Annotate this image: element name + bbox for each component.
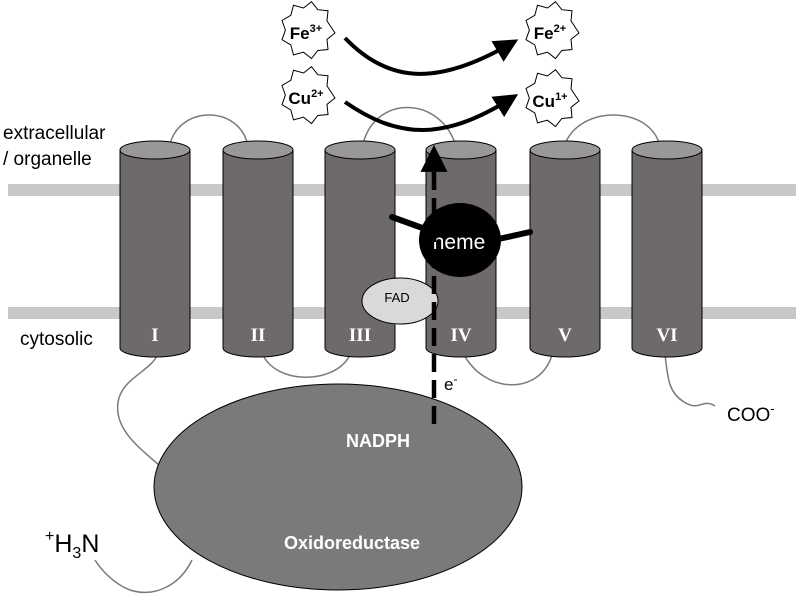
- fad-ellipse: [361, 277, 439, 325]
- helix-I: I: [119, 140, 191, 358]
- cu-reduction-arrow: [343, 94, 519, 132]
- fe3-ion-label: Fe3+: [290, 23, 322, 43]
- electron-path: e-: [420, 144, 457, 424]
- helix-label-III: III: [349, 325, 371, 346]
- fad-group: FAD: [361, 277, 439, 325]
- oxidoreductase-label: Oxidoreductase: [284, 533, 420, 553]
- fe3-ion-badge: Fe3+: [281, 0, 336, 60]
- heme-disc: [419, 203, 501, 277]
- extracellular-loops: [169, 106, 661, 147]
- organelle-label: / organelle: [3, 149, 92, 170]
- oxidoreductase-domain: NADPH Oxidoreductase: [153, 383, 523, 591]
- cu2-ion-label: Cu2+: [288, 88, 323, 108]
- electron-label: e-: [444, 372, 457, 394]
- helix-III: III: [324, 140, 396, 358]
- cu2-ion-badge: Cu2+: [281, 65, 336, 125]
- helix-label-I: I: [151, 325, 158, 346]
- helix-VI: VI: [631, 140, 703, 358]
- nadph-label: NADPH: [346, 431, 410, 451]
- fad-label: FAD: [384, 290, 409, 305]
- fe2-ion-label: Fe2+: [534, 23, 566, 43]
- heme-group: heme: [389, 203, 533, 277]
- c-terminus-label: COO-: [727, 401, 775, 426]
- cytosolic-loops: [94, 352, 716, 594]
- helix-II: II: [222, 140, 294, 358]
- helix-label-V: V: [558, 325, 572, 346]
- cytosolic-label: cytosolic: [20, 329, 93, 350]
- helix-V: V: [529, 140, 601, 358]
- n-terminus-label: +H3N: [45, 528, 99, 562]
- cu1-ion-label: Cu1+: [532, 91, 567, 111]
- helix-label-II: II: [251, 325, 266, 346]
- heme-label: heme: [433, 231, 486, 254]
- extracellular-label: extracellular: [3, 123, 106, 144]
- helix-label-IV: IV: [450, 325, 471, 346]
- cu1-ion-badge: Cu1+: [525, 68, 580, 128]
- fe2-ion-badge: Fe2+: [525, 0, 580, 60]
- helix-label-VI: VI: [656, 325, 677, 346]
- fe-reduction-arrow: [343, 36, 519, 76]
